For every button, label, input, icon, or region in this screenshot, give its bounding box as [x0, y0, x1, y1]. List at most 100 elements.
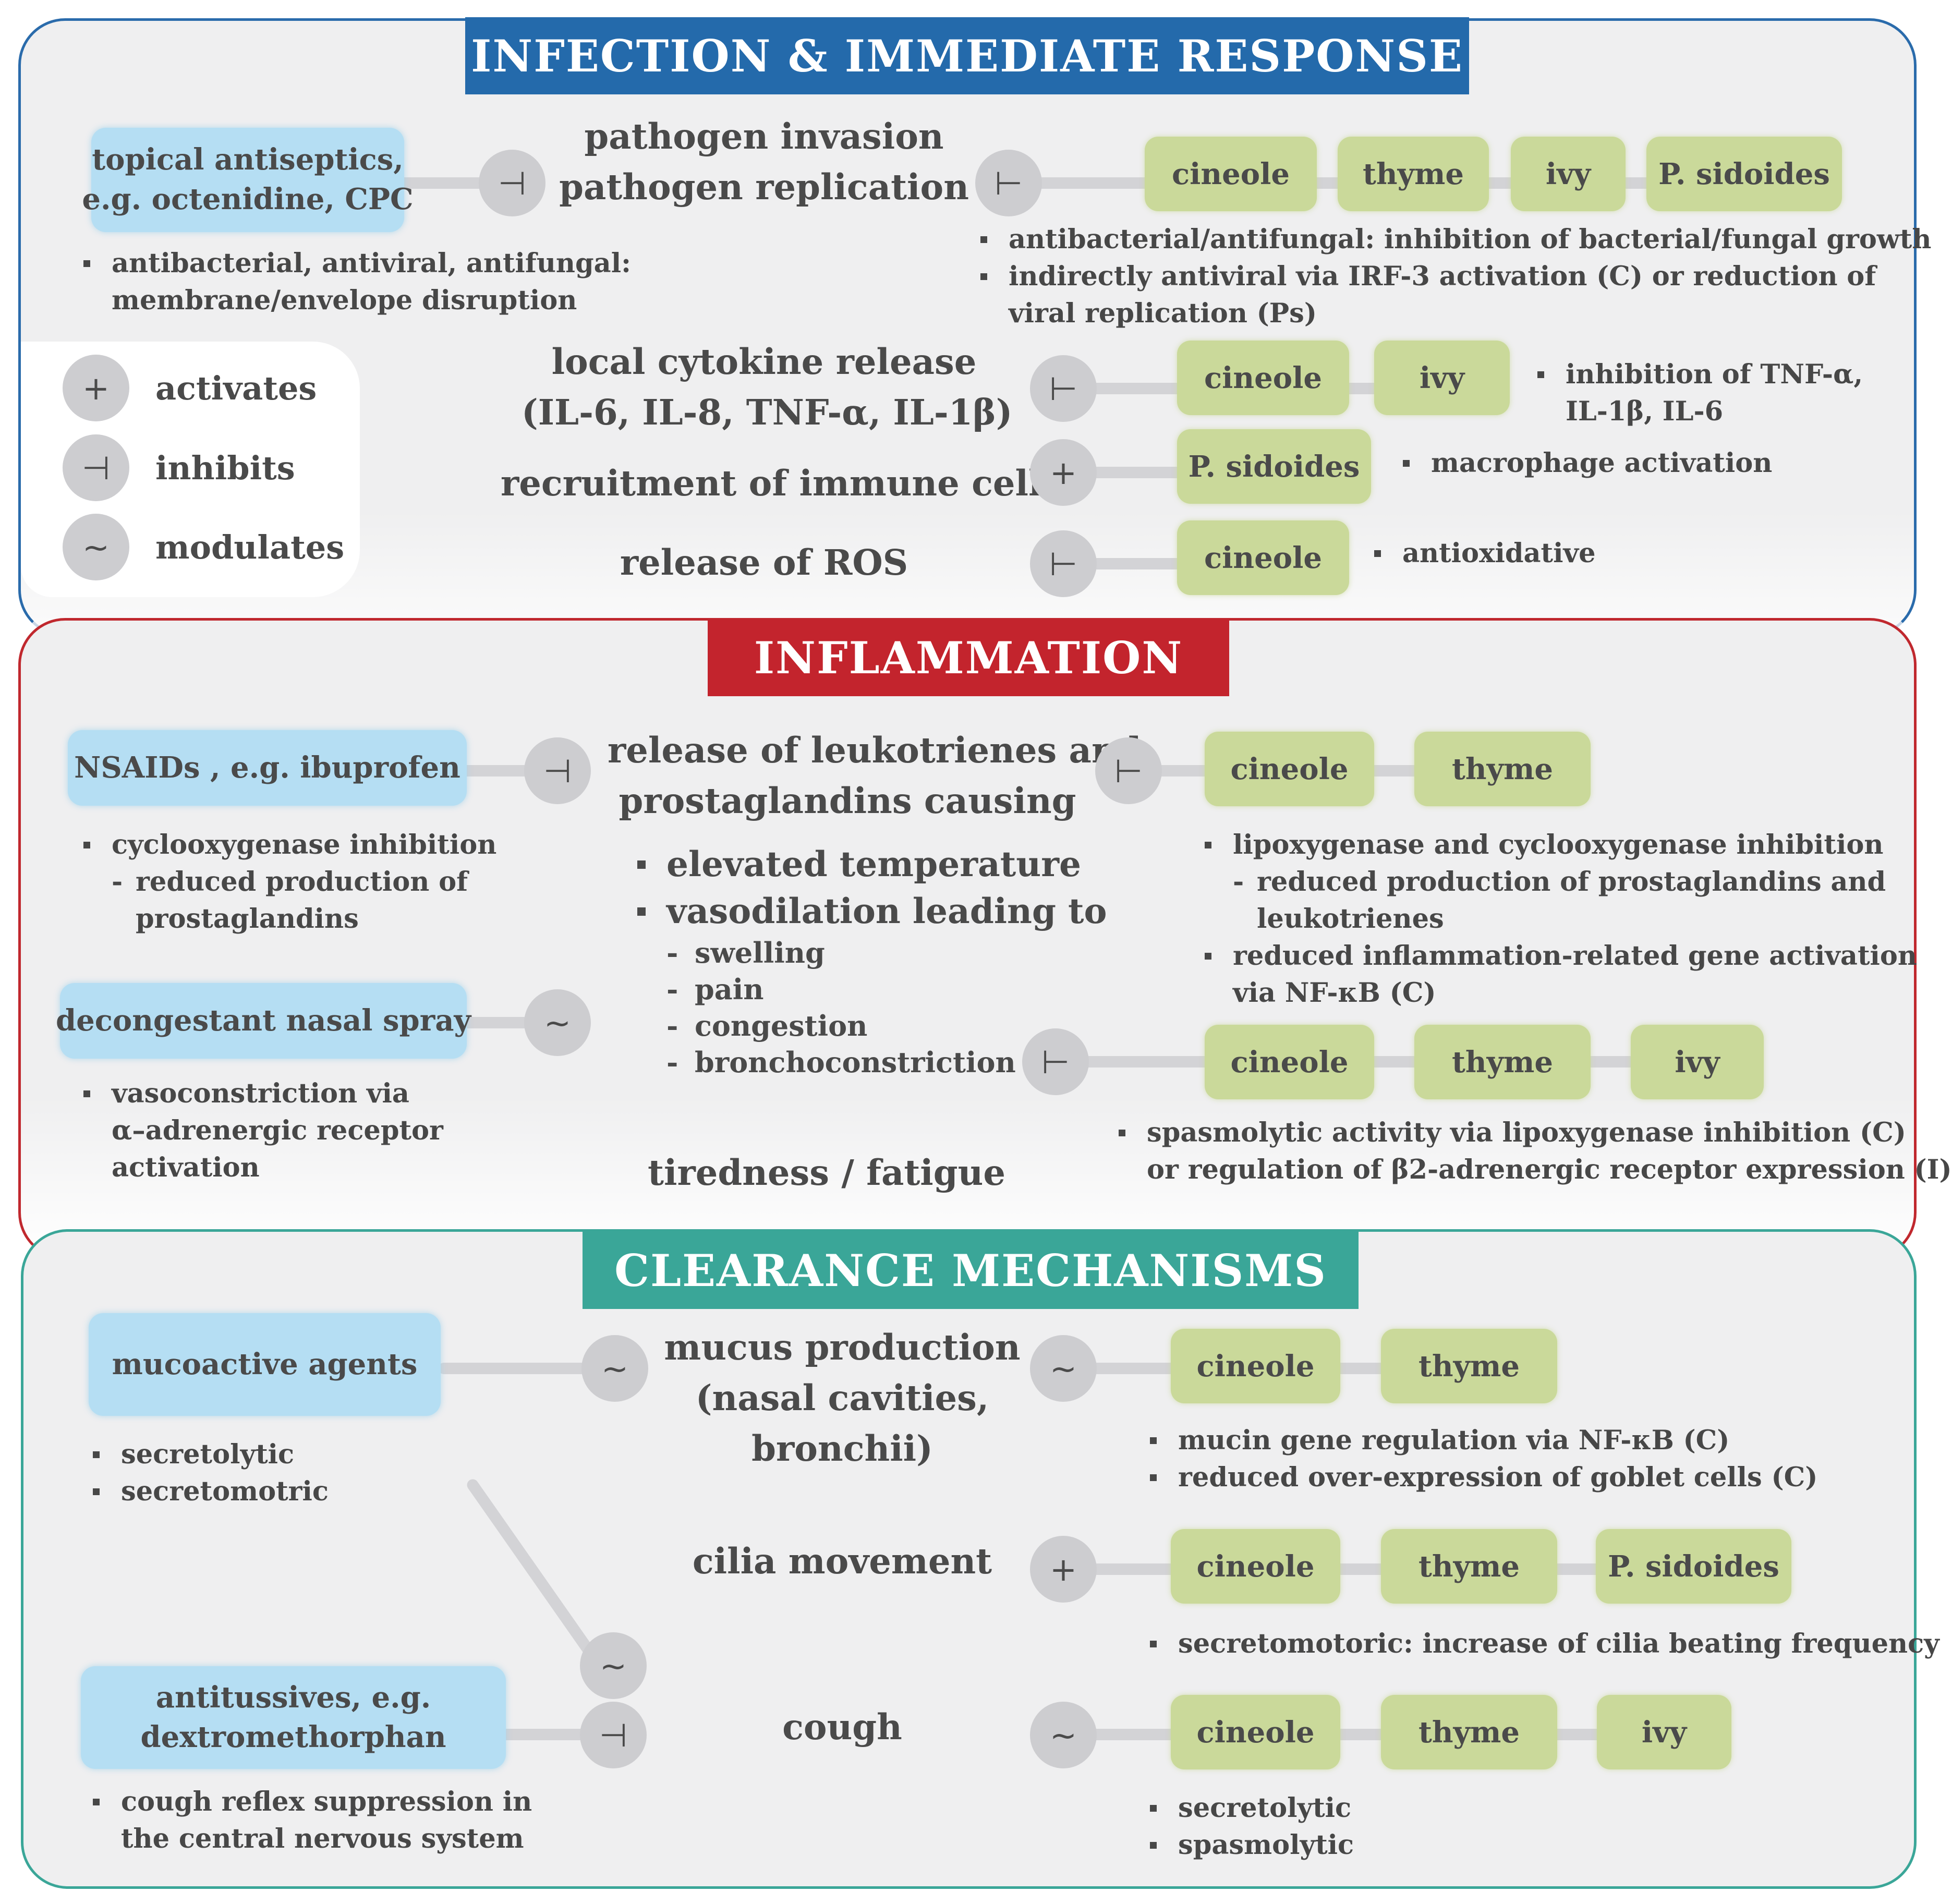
inhibit-icon: ⊢ — [975, 150, 1042, 216]
connector-line — [438, 1363, 615, 1374]
legend-label: activates — [155, 369, 317, 407]
process-cilia: cilia movement — [692, 1541, 992, 1582]
tilde-icon: ~ — [524, 989, 591, 1056]
process-label: bronchii) — [751, 1428, 933, 1470]
herb-notes: antioxidative — [1374, 535, 1596, 572]
tilde-icon: ~ — [1030, 1702, 1097, 1768]
herb-notes: secretomotoric: increase of cilia beatin… — [1150, 1626, 1939, 1663]
note-item: inhibition of TNF-α, — [1537, 356, 1863, 393]
herb-notes: inhibition of TNF-α, IL-1β, IL-6 — [1537, 356, 1863, 430]
note-item: antioxidative — [1374, 535, 1596, 572]
process-fatigue: tiredness / fatigue — [648, 1152, 1005, 1193]
note-item: indirectly antiviral via IRF-3 activatio… — [980, 258, 1931, 295]
herb-thyme: thyme — [1381, 1329, 1557, 1403]
treatment-notes: cyclooxygenase inhibition reduced produc… — [83, 827, 496, 938]
note-item: leukotrienes — [1257, 903, 1444, 935]
plus-icon: + — [1030, 1536, 1097, 1603]
note-item: the central nervous system — [121, 1823, 524, 1854]
herb-cineole: cineole — [1177, 341, 1349, 415]
process-pathogen: pathogen invasion pathogen replication — [553, 111, 975, 212]
herb-cineole: cineole — [1171, 1529, 1340, 1604]
treatment-decongestant: decongestant nasal spray — [56, 983, 471, 1059]
effect-item: vasodilation leading to — [637, 888, 1107, 935]
note-item: spasmolytic activity via lipoxygenase in… — [1119, 1114, 1952, 1151]
herb-cineole: cineole — [1171, 1329, 1340, 1403]
effect-subitem: congestion — [637, 1008, 1107, 1044]
effect-subitem: pain — [637, 971, 1107, 1008]
inhibit-icon: ⊣ — [63, 434, 129, 501]
herb-thyme: thyme — [1381, 1529, 1557, 1604]
herb-thyme: thyme — [1338, 137, 1489, 211]
herb-ivy: ivy — [1511, 137, 1626, 211]
note-item: vasoconstriction via — [83, 1075, 443, 1112]
note-item: antibacterial/antifungal: inhibition of … — [980, 221, 1931, 258]
banner-inflammation: INFLAMMATION — [708, 619, 1229, 696]
tilde-icon: ~ — [581, 1335, 648, 1402]
treatment-antitussives: antitussives, e.g. dextromethorphan — [81, 1666, 506, 1769]
herb-thyme: thyme — [1381, 1695, 1557, 1769]
banner-infection: INFECTION & IMMEDIATE RESPONSE — [465, 17, 1469, 94]
process-effects: elevated temperature vasodilation leadin… — [637, 841, 1107, 1081]
note-item: cough reflex suppression in — [93, 1784, 532, 1821]
herb-thyme: thyme — [1414, 1025, 1591, 1099]
herb-notes: lipoxygenase and cyclooxygenase inhibiti… — [1205, 827, 1917, 1012]
herb-thyme: thyme — [1414, 732, 1591, 806]
process-label: release of leukotrienes and — [608, 730, 1142, 771]
note-item: or regulation of β2-adrenergic receptor … — [1147, 1154, 1952, 1185]
treatment-label: mucoactive agents — [112, 1347, 418, 1381]
note-item: secretomotric — [93, 1473, 329, 1510]
herb-notes: mucin gene regulation via NF-κB (C) redu… — [1150, 1422, 1817, 1496]
process-label: (nasal cavities, — [695, 1377, 989, 1419]
treatment-mucoactive: mucoactive agents — [89, 1313, 441, 1416]
herb-notes: macrophage activation — [1403, 445, 1772, 482]
herb-cineole: cineole — [1145, 137, 1317, 211]
legend-row-activates: + activates — [63, 355, 317, 421]
process-recruitment: recruitment of immune cells — [501, 463, 1062, 504]
process-cough: cough — [782, 1706, 902, 1748]
inhibit-icon: ⊢ — [1095, 737, 1162, 804]
herb-p-sidoides: P. sidoides — [1177, 429, 1371, 504]
herb-cineole: cineole — [1171, 1695, 1340, 1769]
herb-p-sidoides: P. sidoides — [1596, 1529, 1791, 1604]
herb-cineole: cineole — [1205, 1025, 1374, 1099]
process-mucus: mucus production (nasal cavities, bronch… — [652, 1322, 1033, 1474]
inhibit-icon: ⊢ — [1022, 1028, 1089, 1095]
inhibit-icon: ⊣ — [479, 150, 545, 216]
treatment-label: antitussives, e.g. — [155, 1680, 431, 1715]
inhibit-icon: ⊢ — [1030, 530, 1097, 597]
process-label: pathogen invasion — [584, 116, 944, 157]
connector-line — [396, 177, 501, 189]
process-label: (IL-6, IL-8, TNF-α, IL-1β) — [522, 392, 1013, 433]
tilde-icon: ~ — [580, 1632, 647, 1699]
legend-label: inhibits — [155, 448, 295, 487]
note-item: IL-1β, IL-6 — [1566, 396, 1724, 427]
note-item: membrane/envelope disruption — [112, 285, 577, 316]
treatment-notes: secretolytic secretomotric — [93, 1436, 329, 1510]
note-item: cyclooxygenase inhibition — [83, 827, 496, 864]
note-item: secretolytic — [93, 1436, 329, 1473]
tilde-icon: ~ — [1030, 1335, 1097, 1402]
herb-cineole: cineole — [1205, 732, 1374, 806]
herb-cineole: cineole — [1177, 520, 1349, 595]
inhibit-icon: ⊣ — [524, 737, 591, 804]
process-label: pathogen replication — [559, 166, 969, 208]
treatment-label: topical antiseptics, — [92, 142, 404, 177]
herb-notes: antibacterial/antifungal: inhibition of … — [980, 221, 1931, 332]
process-leukotrienes: release of leukotrienes and prostaglandi… — [608, 725, 1142, 826]
treatment-nsaids: NSAIDs , e.g. ibuprofen — [68, 730, 467, 806]
note-item: reduced over-expression of goblet cells … — [1150, 1459, 1817, 1496]
note-item: spasmolytic — [1150, 1827, 1354, 1864]
tilde-icon: ~ — [63, 514, 129, 580]
effect-subitem: bronchoconstriction — [637, 1044, 1107, 1081]
note-item: reduced production of prostaglandins and — [1205, 864, 1917, 901]
note-item: α–adrenergic receptor — [112, 1115, 443, 1146]
legend-row-inhibits: ⊣ inhibits — [63, 434, 295, 501]
note-item: mucin gene regulation via NF-κB (C) — [1150, 1422, 1817, 1459]
note-item: secretolytic — [1150, 1790, 1354, 1827]
note-item: prostaglandins — [136, 903, 359, 935]
process-label: mucus production — [664, 1327, 1021, 1368]
legend: + activates ⊣ inhibits ~ modulates — [21, 342, 360, 597]
legend-label: modulates — [155, 528, 345, 566]
treatment-label: decongestant nasal spray — [55, 1003, 471, 1038]
herb-notes: secretolytic spasmolytic — [1150, 1790, 1354, 1864]
